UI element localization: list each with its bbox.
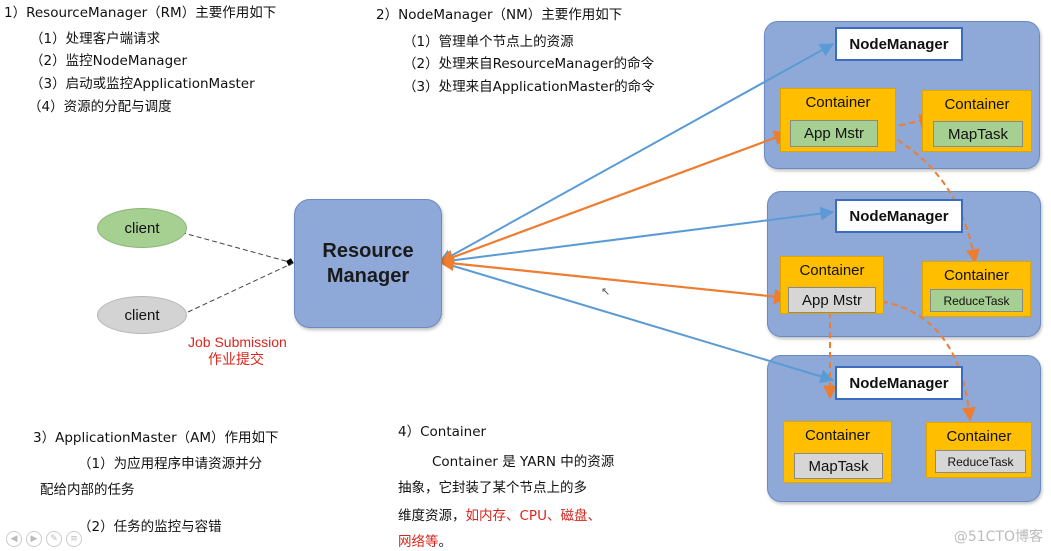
prev-icon[interactable]: ◀ <box>6 531 22 547</box>
container-line-1: Container 是 YARN 中的资源 <box>432 454 615 470</box>
container-line-3-highlight: 如内存、CPU、磁盘、 <box>465 508 601 524</box>
client-2-link <box>187 262 294 313</box>
node2-reducetask: ReduceTask <box>930 289 1023 312</box>
job-submission-zh: 作业提交 <box>208 352 264 368</box>
node1-maptask: MapTask <box>933 121 1023 147</box>
rm-appmstr2-arrow <box>438 255 790 305</box>
slide-controls: ◀ ▶ ✎ ≡ <box>6 531 82 547</box>
rm-item-2: （2）监控NodeManager <box>30 53 187 69</box>
node-manager-title-3: NodeManager <box>835 366 963 400</box>
container-line-2: 抽象，它封装了某个节点上的多 <box>398 480 587 496</box>
node3-reducetask: ReduceTask <box>935 450 1026 473</box>
rm-item-1: （1）处理客户端请求 <box>30 31 161 47</box>
resource-manager-line-2: Manager <box>326 264 410 287</box>
container-line-4-highlight: 网络等 <box>398 534 439 550</box>
nm-heading: 2）NodeManager（NM）主要作用如下 <box>376 7 623 23</box>
node1-container-2-label: Container <box>944 96 1010 113</box>
node2-app-mstr: App Mstr <box>788 287 876 313</box>
resource-manager-box: Resource Manager <box>294 199 442 328</box>
resource-manager-line-1: Resource <box>322 239 414 262</box>
client-1-link <box>157 225 294 267</box>
rm-item-3: （3）启动或监控ApplicationMaster <box>30 76 255 92</box>
container-line-3-prefix: 维度资源， <box>398 508 466 524</box>
appmstr1-reducetask-link <box>879 129 980 264</box>
appmstr2-reducetask-link <box>871 299 976 422</box>
client-2: client <box>97 296 187 334</box>
container-line-4: 网络等。 <box>398 533 452 551</box>
rm-nm2-arrow <box>439 206 835 263</box>
rm-nm1-arrow <box>438 43 835 263</box>
node1-container-1-label: Container <box>805 94 871 111</box>
am-line-2: （2）任务的监控与容错 <box>78 519 222 535</box>
node2-container-1-label: Container <box>799 262 865 279</box>
node3-container-1-label: Container <box>804 427 871 444</box>
node-manager-title-1: NodeManager <box>835 27 963 61</box>
mouse-cursor-icon: ↖ <box>601 285 611 298</box>
node3-maptask: MapTask <box>794 453 883 479</box>
watermark: @51CTO博客 <box>953 529 1043 545</box>
am-line-1: （1）为应用程序申请资源并分 <box>78 456 263 472</box>
menu-icon[interactable]: ≡ <box>66 531 82 547</box>
rm-item-4: （4）资源的分配与调度 <box>28 99 172 115</box>
pen-icon[interactable]: ✎ <box>46 531 62 547</box>
node2-container-2-label: Container <box>943 267 1010 284</box>
node3-container-2-label: Container <box>946 428 1012 445</box>
rm-nm3-arrow <box>439 261 835 384</box>
container-heading: 4）Container <box>398 424 487 440</box>
rm-appmstr1-arrow <box>438 130 790 265</box>
rm-heading: 1）ResourceManager（RM）主要作用如下 <box>4 5 277 21</box>
node1-app-mstr: App Mstr <box>790 120 878 147</box>
next-icon[interactable]: ▶ <box>26 531 42 547</box>
am-heading: 3）ApplicationMaster（AM）作用如下 <box>33 430 279 446</box>
container-line-3: 维度资源，如内存、CPU、磁盘、 <box>398 507 601 525</box>
container-line-4-suffix: 。 <box>438 534 453 550</box>
client-1: client <box>97 208 187 248</box>
am-line-1b: 配给内部的任务 <box>40 482 135 498</box>
resource-manager-label: Resource Manager <box>322 239 413 289</box>
node-manager-title-2: NodeManager <box>835 199 963 233</box>
job-submission-label: Job Submission <box>188 334 287 350</box>
